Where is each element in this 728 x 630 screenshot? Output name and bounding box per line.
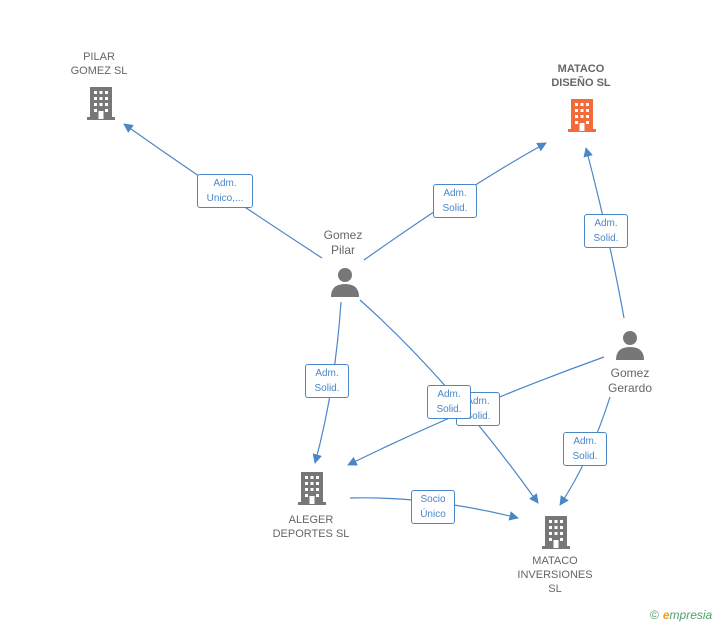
edge-label-adm-solid: Adm. Solid. <box>433 184 477 218</box>
building-icon[interactable] <box>541 514 571 550</box>
copyright-symbol: © <box>650 608 659 622</box>
edge-label-adm-solid: Adm. Solid. <box>584 214 628 248</box>
node-label-mataco-inversiones-sl: MATACO INVERSIONES SL <box>517 555 593 595</box>
edge-label-adm-unico: Adm. Unico,... <box>197 174 253 208</box>
node-label-gomez-pilar: Gomez Pilar <box>323 228 363 257</box>
building-icon[interactable] <box>86 85 116 121</box>
node-label-aleger-deportes-sl: ALEGER DEPORTES SL <box>272 514 350 540</box>
person-icon[interactable] <box>615 330 645 360</box>
brand-initial: e <box>662 608 670 622</box>
node-label-mataco-diseno-sl: MATACO DISEÑO SL <box>551 63 611 89</box>
node-label-pilar-gomez-sl: PILAR GOMEZ SL <box>70 51 128 77</box>
empresia-logo[interactable]: ©empresia <box>650 608 712 622</box>
brand-name: mpresia <box>669 608 713 622</box>
node-label-gomez-gerardo: Gomez Gerardo <box>607 366 653 395</box>
edge-label-adm-solid: Adm. Solid. <box>305 364 349 398</box>
person-icon[interactable] <box>330 267 360 297</box>
edge-label-socio-unico: Socio Único <box>411 490 455 524</box>
edge-label-adm-solid: Adm. Solid. <box>563 432 607 466</box>
building-icon[interactable] <box>297 470 327 506</box>
edge-label-adm-solid: Adm. Solid. <box>427 385 471 419</box>
building-icon[interactable] <box>567 97 597 133</box>
